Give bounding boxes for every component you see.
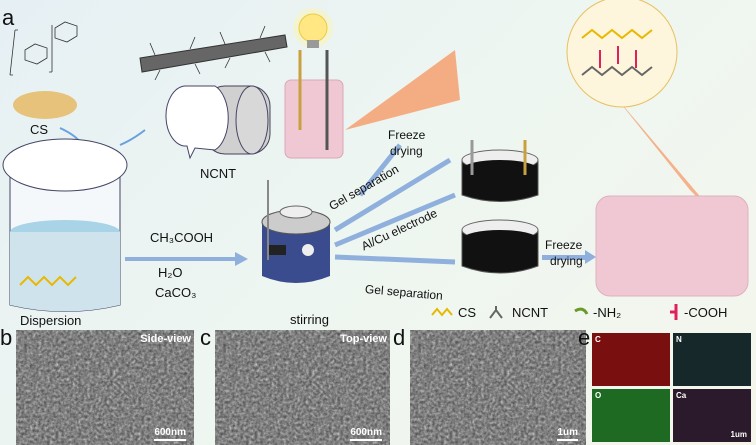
process-arrow-upper	[333, 157, 452, 233]
cs-label: CS	[30, 122, 49, 137]
process-arrow-electrode	[334, 192, 456, 248]
chitosan-structure	[9, 21, 78, 76]
reagent-acetic-acid: CH₃COOH	[150, 230, 214, 245]
magnetic-stirrer	[261, 180, 331, 283]
panel-label-d: d	[393, 325, 406, 350]
freeze-drying-upper-2: drying	[390, 144, 423, 158]
freeze-drying-lower-1: Freeze	[545, 238, 583, 252]
panel-label-a: a	[2, 5, 15, 30]
sem-view-label: Side-view	[140, 333, 191, 345]
ncnt-tube	[139, 25, 288, 81]
freeze-drying-lower-2: drying	[550, 254, 583, 268]
legend-nh2: -NH₂	[593, 305, 622, 320]
legend-cs-icon	[431, 307, 453, 317]
scale-bar: 600nm	[350, 427, 382, 441]
eds-scale-bar: 1um	[730, 430, 747, 439]
final-aerogel	[595, 195, 749, 297]
dispersion-label: Dispersion	[20, 313, 82, 328]
legend-cooh-icon	[670, 304, 678, 320]
sem-image-side-view: Side-view 600nm	[16, 330, 194, 445]
legend-ncnt-icon	[489, 306, 503, 319]
panel-label-c: c	[200, 325, 211, 350]
ncnt-container	[165, 85, 271, 160]
scale-bar: 1um	[557, 427, 578, 441]
reagent-caco3: CaCO₃	[155, 285, 197, 300]
gel-vessel	[461, 219, 539, 274]
legend-nh2-icon	[574, 307, 589, 315]
dispersion-beaker	[2, 138, 128, 312]
sem-view-label: Top-view	[340, 333, 387, 345]
eds-map-n: N	[673, 333, 751, 386]
molecular-inset	[566, 0, 678, 108]
panel-label-e: e	[578, 325, 591, 350]
eds-map-o: O	[592, 389, 670, 442]
sem-image-d: 1um	[410, 330, 586, 445]
freeze-arrow-upper	[358, 143, 402, 197]
ncnt-arrow	[119, 129, 146, 146]
panel-label-b: b	[0, 325, 13, 350]
eds-map-ca: Ca 1um	[673, 389, 751, 442]
eds-map-c: C	[592, 333, 670, 386]
legend-cooh: -COOH	[684, 305, 728, 320]
gel-vessel-electrode	[461, 140, 539, 202]
sem-image-top-view: Top-view 600nm	[215, 330, 390, 445]
light-bulb-icon	[293, 8, 333, 48]
reagent-water: H₂O	[158, 265, 183, 280]
scale-bar: 600nm	[154, 427, 186, 441]
process-arrow-lower	[334, 254, 456, 265]
process-arrow-1	[125, 252, 248, 266]
freeze-arrow-lower	[542, 250, 596, 264]
stirring-label: stirring	[290, 312, 330, 327]
freeze-drying-upper-1: Freeze	[388, 128, 426, 142]
legend-cs: CS	[458, 305, 477, 320]
ncnt-label: NCNT	[200, 166, 237, 181]
light-beam	[345, 50, 460, 130]
aerogel-with-electrodes	[284, 50, 344, 159]
legend-ncnt: NCNT	[512, 305, 549, 320]
inset-beam	[610, 90, 720, 220]
chitosan-powder	[13, 91, 77, 119]
